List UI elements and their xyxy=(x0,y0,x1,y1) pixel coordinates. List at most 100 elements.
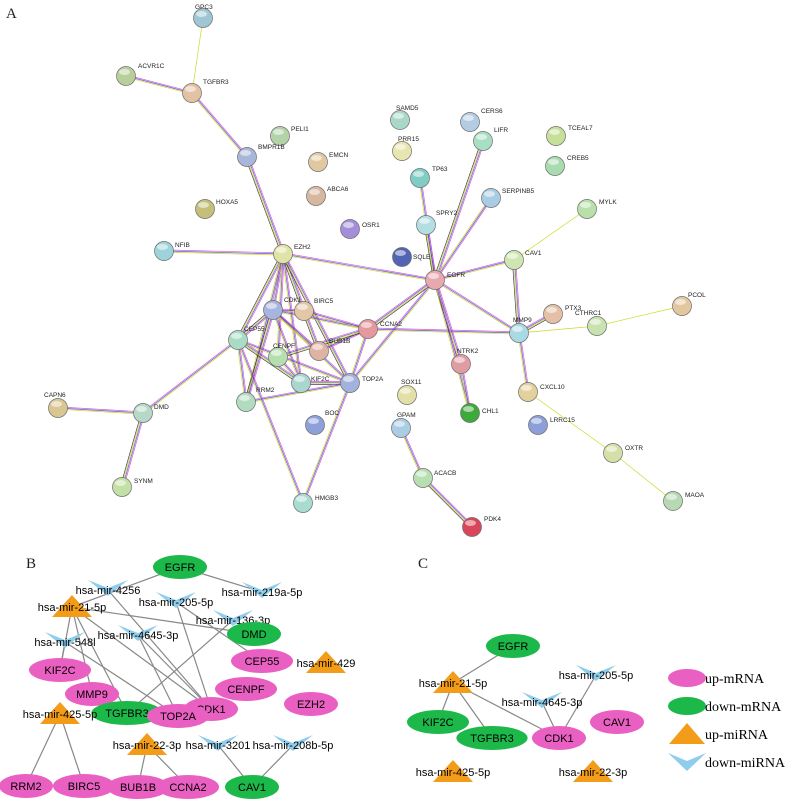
ppi-node-gpc3: GPC3 xyxy=(193,4,213,28)
net-b-node-mmp9-label: MMP9 xyxy=(76,689,108,701)
net-b-node-dmd-shape xyxy=(227,622,281,646)
net-b-node-mir22: hsa-mir-22-3p xyxy=(113,733,181,755)
ppi-node-bub1b-label: BUB1B xyxy=(329,338,350,345)
net-c-node-mir205: hsa-mir-205-5p xyxy=(559,665,633,682)
ppi-node-cthrc1-highlight xyxy=(590,319,601,325)
ppi-node-gpam-highlight xyxy=(394,421,405,427)
net-b-node-mir219a: hsa-mir-219a-5p xyxy=(222,582,302,599)
net-b-node-tgfbr3-shape xyxy=(91,701,163,725)
ppi-edge xyxy=(282,252,436,282)
net-c-node-tgfbr3-label: TGFBR3 xyxy=(470,733,513,745)
ppi-node-mylk: MYLK xyxy=(577,199,617,219)
panel-label-b: B xyxy=(26,556,36,572)
ppi-node-acvr1c-highlight xyxy=(119,69,130,75)
net-b-node-rrm2: RRM2 xyxy=(0,774,53,798)
ppi-node-cep55: CEP55 xyxy=(228,326,265,350)
ppi-node-spry2: SPRY2 xyxy=(416,210,458,235)
ppi-node-oxtr-label: OXTR xyxy=(625,445,643,452)
net-b-node-ccna2-shape xyxy=(157,775,219,799)
ppi-node-maoa: MAOA xyxy=(663,491,705,511)
ppi-node-abca6-highlight xyxy=(309,189,320,195)
ppi-edge xyxy=(433,197,493,281)
ppi-edge xyxy=(163,249,284,256)
ppi-node-capn6-highlight xyxy=(51,401,62,407)
net-c-node-mir22: hsa-mir-22-3p xyxy=(559,760,627,782)
ppi-node-hmgb3-label: HMGB3 xyxy=(315,495,339,502)
ppi-node-cxcl10: CXCL10 xyxy=(518,382,565,402)
net-b-node-mir219a-shape xyxy=(242,582,282,598)
ppi-node-prr15-highlight xyxy=(395,144,406,150)
ppi-edge xyxy=(434,258,515,282)
ppi-node-egfr-label: EGFR xyxy=(447,272,465,279)
ppi-edge xyxy=(120,412,145,488)
ppi-node-birc5-highlight xyxy=(297,304,308,310)
ppi-edge xyxy=(527,391,614,454)
net-b-edge xyxy=(126,619,234,714)
ppi-node-serpinb5-highlight xyxy=(484,191,495,197)
ppi-node-cers6: CERS6 xyxy=(460,108,503,132)
ppi-node-ccna2-label: CCNA2 xyxy=(380,321,402,328)
net-b-node-mir208b-shape xyxy=(273,735,313,751)
net-c-node-cav1-label: CAV1 xyxy=(603,717,631,729)
ppi-node-osr1-label: OSR1 xyxy=(362,222,380,229)
ppi-node-rrm2: RRM2 xyxy=(236,387,275,412)
net-b-edge xyxy=(175,601,212,710)
ppi-node-cav1: CAV1 xyxy=(504,250,542,270)
net-b-node-mir425-shape xyxy=(40,702,80,724)
net-b-node-egfr: EGFR xyxy=(153,555,207,579)
ppi-node-samd5-label: SAMD5 xyxy=(396,105,419,112)
net-b-node-mir3201-label: hsa-mir-3201 xyxy=(186,740,251,752)
ppi-node-maoa-label: MAOA xyxy=(685,492,705,499)
ppi-node-nfib-label: NFIB xyxy=(175,242,190,249)
net-b-node-birc5-shape xyxy=(53,774,115,798)
ppi-edges xyxy=(57,17,683,529)
legend-down-mrna-label: down-mRNA xyxy=(705,700,782,715)
ppi-edge xyxy=(421,476,474,529)
net-b-node-birc5: BIRC5 xyxy=(53,774,115,798)
legend-up-mrna-label: up-mRNA xyxy=(705,672,765,687)
ppi-edge xyxy=(236,253,285,341)
ppi-node-cthrc1: CTHRC1 xyxy=(575,310,607,336)
ppi-node-ptx3-highlight xyxy=(546,307,557,313)
ppi-node-dmd-highlight xyxy=(136,406,147,412)
net-b-node-mir136-shape xyxy=(213,610,253,626)
net-b-node-mir4645: hsa-mir-4645-3p xyxy=(98,625,178,642)
ppi-edge xyxy=(271,309,303,384)
ppi-node-pdk4: PDK4 xyxy=(462,516,501,537)
net-b-node-kif2c-shape xyxy=(29,658,91,682)
ppi-node-peli1-label: PELI1 xyxy=(291,126,309,133)
ppi-node-tp63-highlight xyxy=(413,171,424,177)
ppi-node-gpc3-highlight xyxy=(196,11,207,17)
net-b-node-ezh2-label: EZH2 xyxy=(297,699,325,711)
net-b-node-cenpf: CENPF xyxy=(215,677,277,701)
ppi-node-cep55-highlight xyxy=(231,333,242,339)
ppi-node-ntrk2: NTRK2 xyxy=(451,348,479,374)
ppi-edge xyxy=(190,92,249,158)
net-b-node-mir21-shape xyxy=(52,595,92,617)
ppi-node-pdk4-label: PDK4 xyxy=(484,516,501,523)
net-c-node-mir21-label: hsa-mir-21-5p xyxy=(419,678,487,690)
ppi-node-abca6: ABCA6 xyxy=(306,186,349,206)
net-b-node-cenpf-shape xyxy=(215,677,277,701)
ppi-node-lrrc15-label: LRRC15 xyxy=(550,417,575,424)
legend-down-mirna: down-miRNA xyxy=(668,753,786,771)
legend-up-mrna-swatch xyxy=(668,669,706,687)
net-b-node-egfr-label: EGFR xyxy=(165,562,196,574)
ppi-node-hmgb3-highlight xyxy=(296,496,307,502)
ppi-edge xyxy=(512,259,521,334)
ppi-edge xyxy=(303,309,369,331)
ppi-node-boc: BOC xyxy=(305,410,339,435)
net-b-edge xyxy=(137,634,212,710)
ppi-node-creb5-label: CREB5 xyxy=(567,155,589,162)
net-b-node-mir22-label: hsa-mir-22-3p xyxy=(113,740,181,752)
ppi-node-peli1-highlight xyxy=(273,129,284,135)
net-b-node-mir548-label: hsa-mir-548l xyxy=(34,637,95,649)
ppi-node-cenpf-highlight xyxy=(271,350,282,356)
ppi-node-mylk-label: MYLK xyxy=(599,199,617,206)
net-b-node-mir429-shape xyxy=(306,651,346,673)
ppi-node-capn6: CAPN6 xyxy=(44,392,68,418)
ppi-node-mylk-highlight xyxy=(580,202,591,208)
net-b-node-mir429: hsa-mir-429 xyxy=(297,651,355,673)
